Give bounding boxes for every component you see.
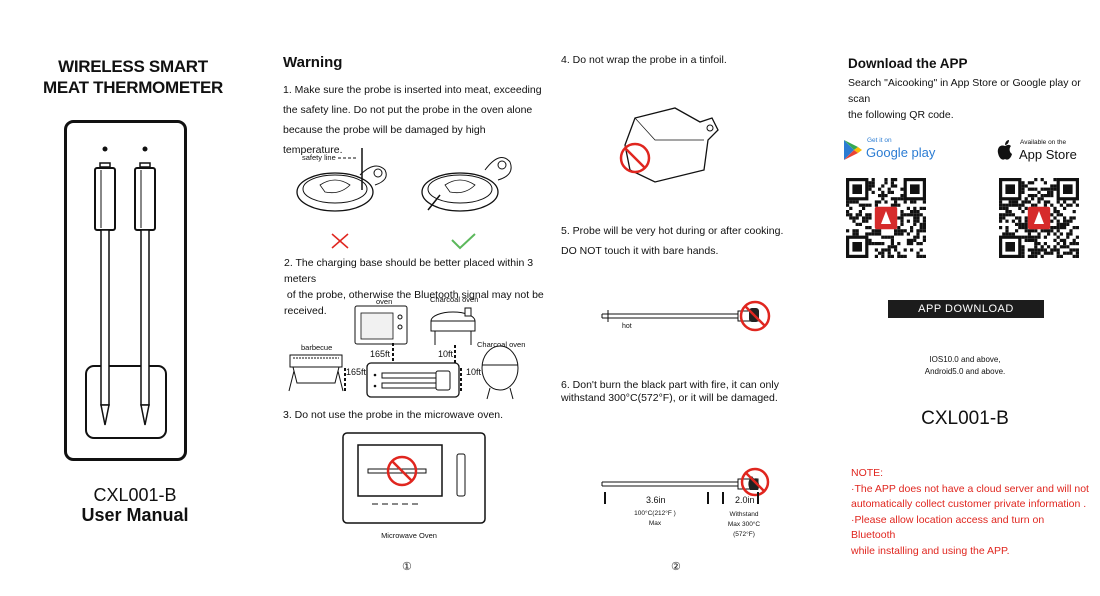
google-play-big: Google play [866, 145, 936, 160]
distance-charcoal: 10ft [438, 349, 454, 359]
download-heading: Download the APP [848, 56, 968, 71]
warning-item-3: 3. Do not use the probe in the microwave… [283, 409, 504, 421]
microwave-illustration [342, 432, 486, 524]
withstand-line-1: Withstand [729, 511, 759, 518]
warning-item-2-line-3: received. [284, 305, 327, 317]
qr-modules [999, 178, 1079, 258]
app-store-big: App Store [1019, 147, 1077, 162]
app-store-qr-code[interactable] [999, 178, 1079, 258]
withstand-block: Withstand Max 300°C (572°F) [718, 510, 770, 540]
max-temp-block: 100°C(212°F ) Max [625, 509, 685, 529]
qr-logo-flame-icon [881, 211, 891, 224]
warning-item-5: 5. Probe will be very hot during or afte… [561, 221, 783, 261]
warning-item-2-line-2: of the probe, otherwise the Bluetooth si… [284, 289, 544, 301]
google-play-qr-code[interactable] [846, 178, 926, 258]
note-block: NOTE: ·The APP does not have a cloud ser… [851, 466, 1091, 559]
note-line-4: while installing and using the APP. [851, 544, 1010, 557]
google-play-badge[interactable]: Get it on Google play [842, 137, 942, 165]
apple-icon [997, 140, 1012, 160]
length-1: 3.6in [646, 495, 666, 505]
charcoal-oven-label-1: Charcoal oven [430, 295, 479, 304]
app-store-badge[interactable]: Available on the App Store [996, 137, 1096, 165]
max-label: Max [648, 520, 662, 527]
note-line-3: ·Please allow location access and turn o… [851, 513, 1045, 542]
page-number-2: ② [671, 561, 681, 573]
distance-charcoal-2: 10ft [466, 367, 482, 377]
note-line-2: automatically collect customer private i… [851, 498, 1087, 510]
tinfoil-illustration [619, 107, 719, 183]
warning-item-5-line-1: 5. Probe will be very hot during or afte… [561, 225, 784, 237]
google-play-icon [844, 140, 862, 160]
warning-item-6-line-2: withstand 300°C(572°F), or it will be da… [561, 392, 778, 404]
barbecue-label: barbecue [301, 343, 333, 352]
qr-logo-flame-icon [1034, 211, 1044, 224]
length-2: 2.0in [735, 495, 755, 505]
hot-label: hot [622, 323, 632, 330]
oven-label: oven [376, 297, 393, 306]
app-store-small: Available on the [1020, 139, 1067, 146]
warning-item-1: 1. Make sure the probe is inserted into … [283, 80, 543, 160]
download-text-line-1: Search "Aicooking" in App Store or Googl… [848, 77, 1081, 105]
warning-item-2-line-1: 2. The charging base should be better pl… [284, 257, 534, 285]
requirement-ios: IOS10.0 and above, [929, 355, 1001, 364]
withstand-line-3: (572°F) [733, 531, 755, 538]
warning-item-6: 6. Don't burn the black part with fire, … [561, 379, 779, 405]
placement-distance-illustration [288, 305, 519, 400]
charcoal-oven-label-2: Charcoal oven [477, 340, 526, 349]
warning-item-4: 4. Do not wrap the probe in a tinfoil. [561, 54, 727, 66]
note-heading: NOTE: [851, 467, 884, 479]
product-title: WIRELESS SMART MEAT THERMOMETER [28, 56, 238, 98]
warning-item-5-line-2: DO NOT touch it with bare hands. [561, 245, 719, 257]
download-text-line-2: the following QR code. [848, 109, 954, 121]
title-line-1: WIRELESS SMART [58, 57, 208, 76]
distance-barbecue: 165ft [346, 367, 367, 377]
safety-line-label: safety line [302, 153, 336, 162]
fire-probe-illustration [601, 467, 770, 504]
model-number-right: CXL001-B [921, 408, 1009, 429]
qr-modules [846, 178, 926, 258]
system-requirements: IOS10.0 and above, Android5.0 and above. [900, 354, 1030, 378]
app-download-button[interactable]: APP DOWNLOAD [888, 300, 1044, 318]
model-number: CXL001-B [93, 485, 177, 505]
withstand-line-2: Max 300°C [727, 521, 761, 528]
warning-item-6-line-1: 6. Don't burn the black part with fire, … [561, 379, 779, 391]
max-temp: 100°C(212°F ) [634, 510, 676, 517]
probes-in-charger-illustration [64, 120, 187, 461]
meat-probe-illustration [296, 148, 512, 250]
title-line-2: MEAT THERMOMETER [43, 78, 223, 97]
warning-item-1-line-3: because the probe will be damaged by hig… [283, 124, 486, 156]
download-instructions: Search "Aicooking" in App Store or Googl… [848, 75, 1093, 123]
user-manual-label: User Manual [81, 505, 189, 525]
hot-probe-illustration [601, 300, 771, 332]
warning-heading: Warning [283, 54, 343, 71]
warning-item-2: 2. The charging base should be better pl… [284, 255, 546, 319]
google-play-small: Get it on [867, 137, 892, 144]
distance-oven: 165ft [370, 349, 391, 359]
warning-item-1-line-1: 1. Make sure the probe is inserted into … [283, 84, 542, 96]
note-line-1: ·The APP does not have a cloud server an… [851, 482, 1089, 495]
microwave-label: Microwave Oven [381, 531, 437, 540]
warning-item-1-line-2: the safety line. Do not put the probe in… [283, 104, 533, 116]
page-number-1: ① [402, 561, 412, 573]
requirement-android: Android5.0 and above. [924, 367, 1006, 376]
